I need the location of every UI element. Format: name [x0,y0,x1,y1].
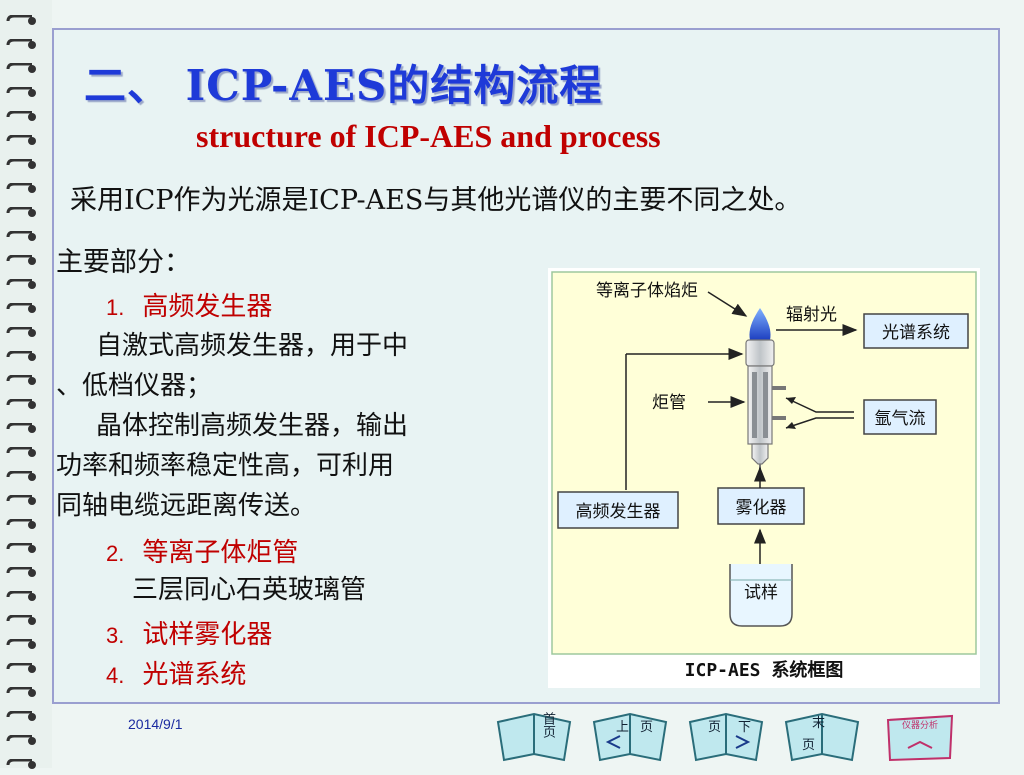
book-icon [496,712,572,762]
binding-ring [6,84,36,97]
icp-aes-diagram: 等离子体焰炬 辐射光 光谱系统 炬管 氩气流 高频发生器 雾化器 试样 ICP-… [548,268,980,688]
item-2: 2. 等离子体炬管 [106,532,298,569]
book-icon [784,712,860,762]
binding-ring [6,36,36,49]
binding-ring [6,252,36,265]
nav-prev-label-a: 上 [616,720,630,735]
binding-ring [6,204,36,217]
binding-ring [6,468,36,481]
slide-date: 2014/9/1 [128,716,183,732]
item-1-desc-line5: 同轴电缆远距离传送。 [56,491,317,521]
main-parts-label: 主要部分： [56,247,191,278]
intro-text: 采用ICP作为光源是ICP-AES与其他光谱仪的主要不同之处。 [70,185,802,216]
item-1: 1. 高频发生器 [106,286,272,323]
nav-end-label-a: 末 [812,716,826,731]
nav-next-button[interactable]: 页 下 [686,708,766,764]
binding-ring [6,396,36,409]
nav-prev-button[interactable]: 上 页 [590,708,670,764]
binding-ring [6,732,36,745]
radiation-label: 辐射光 [786,305,837,325]
torch-tube [747,365,773,445]
tube-label: 炬管 [652,393,686,413]
nav-end-button[interactable]: 末 页 [782,708,862,764]
binding-ring [6,444,36,457]
slide-subtitle: structure of ICP-AES and process [196,118,661,154]
nebulizer-box [717,487,805,525]
slide-title: 二、 ICP-AES的结构流程 [84,61,603,110]
nav-next-label-b: 下 [738,720,752,735]
nav-home-button[interactable]: 首页 [494,708,574,764]
binding-strip [0,0,52,769]
spectral-system-label: 光谱系统 [882,323,950,343]
binding-ring [6,348,36,361]
item-1-number: 1. [106,295,125,320]
item-1-desc-line4: 功率和频率稳定性高，可利用 [56,451,395,481]
binding-ring [6,636,36,649]
nav-analysis-button[interactable]: 仪器分析 [880,708,960,764]
item-2-number: 2. [106,541,125,566]
binding-ring [6,180,36,193]
binding-ring [6,660,36,673]
binding-ring [6,132,36,145]
binding-ring [6,108,36,121]
item-4-label: 光谱系统 [142,660,247,690]
argon-flow-box [863,399,937,435]
item-4-number: 4. [106,663,125,688]
item-3-label: 试样雾化器 [142,620,273,650]
argon-flow-label: 氩气流 [875,409,926,429]
nav-home-label: 首页 [540,712,555,738]
binding-ring [6,612,36,625]
binding-ring [6,60,36,73]
item-2-description: 三层同心石英玻璃管 [132,575,367,605]
item-3-number: 3. [106,623,125,648]
nebulizer-label: 雾化器 [736,498,787,518]
binding-ring [6,564,36,577]
binding-ring [6,12,36,25]
binding-ring [6,228,36,241]
nav-end-label-b: 页 [802,738,816,753]
hf-generator-box [557,491,679,529]
torch-label: 等离子体焰炬 [596,281,698,301]
hf-generator-label: 高频发生器 [576,502,661,522]
binding-ring [6,756,36,769]
book-analysis-icon [886,714,954,762]
binding-ring [6,372,36,385]
sample-label: 试样 [744,583,778,603]
binding-ring [6,420,36,433]
binding-ring [6,588,36,601]
nav-analysis-label: 仪器分析 [902,721,939,731]
nav-prev-label-b: 页 [640,720,654,735]
item-2-label: 等离子体炬管 [142,538,299,568]
item-1-label: 高频发生器 [142,292,273,322]
diagram-caption: ICP-AES 系统框图 [685,659,844,681]
item-3: 3. 试样雾化器 [106,614,272,651]
item-1-desc-line1: 自激式高频发生器，用于中 [96,331,409,361]
binding-ring [6,156,36,169]
item-1-description: 自激式高频发生器，用于中 、低档仪器； 晶体控制高频发生器，输出 功率和频率稳定… [56,326,526,526]
binding-ring [6,540,36,553]
book-next-icon [688,712,764,762]
torch-top [745,339,775,367]
spectral-system-box [863,313,969,349]
binding-ring [6,684,36,697]
binding-ring [6,708,36,721]
binding-ring [6,276,36,289]
nav-next-label-a: 页 [708,720,722,735]
item-1-desc-line2: 、低档仪器； [56,371,213,401]
binding-ring [6,300,36,313]
plasma-flame [749,308,771,340]
item-4: 4. 光谱系统 [106,654,246,691]
binding-ring [6,516,36,529]
binding-ring [6,492,36,505]
book-prev-icon [592,712,668,762]
item-1-desc-line3: 晶体控制高频发生器，输出 [96,411,409,441]
binding-ring [6,324,36,337]
